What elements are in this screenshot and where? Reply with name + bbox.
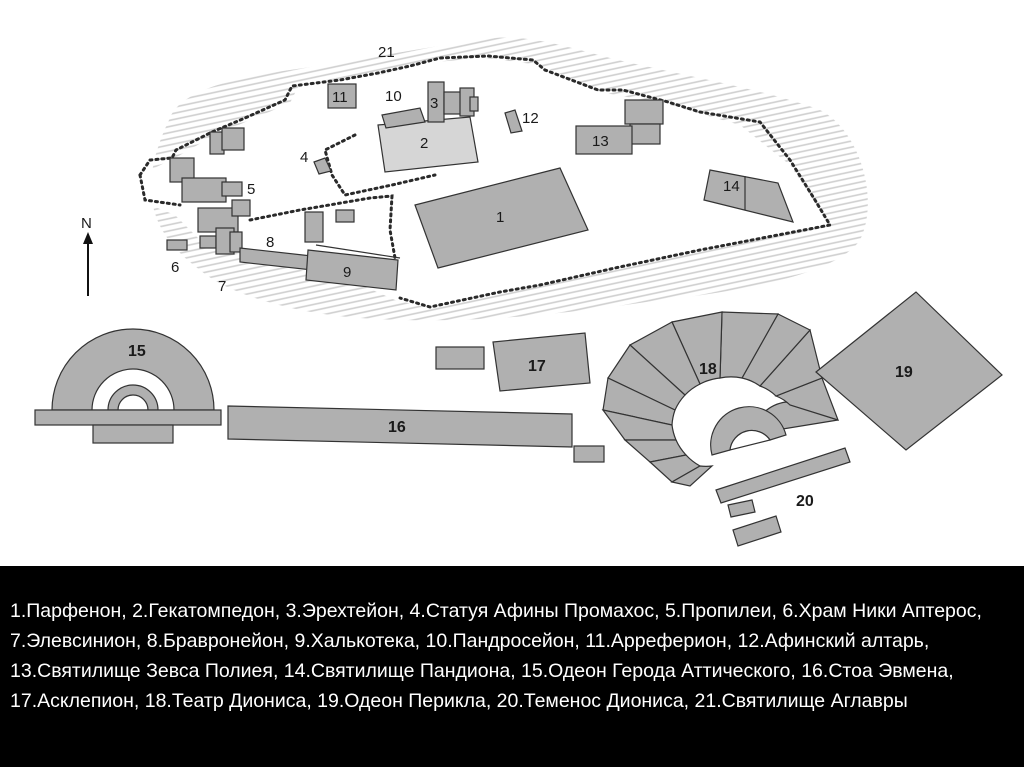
label-7: 7	[218, 278, 226, 295]
label-9: 9	[343, 264, 351, 281]
inner-wall-west	[138, 173, 182, 207]
building-13-zeus-polieus	[575, 99, 664, 155]
label-12: 12	[522, 110, 539, 127]
label-11: 11	[332, 89, 348, 106]
acropolis-wall	[138, 54, 833, 309]
building-11-arrephorion	[327, 83, 357, 109]
inner-wall-propylaia	[248, 194, 397, 260]
label-5: 5	[247, 181, 255, 198]
label-21: 21	[378, 44, 395, 61]
north-arrow: N	[81, 215, 93, 296]
building-12-altar	[504, 109, 523, 134]
building-6-nike-apteros	[166, 239, 188, 251]
building-15-odeon-herodes	[34, 328, 222, 444]
label-14: 14	[723, 178, 740, 195]
label-15: 15	[128, 343, 146, 360]
building-1-parthenon	[414, 167, 589, 269]
north-label: N	[81, 215, 92, 232]
building-18-theatre-dionysus	[601, 311, 840, 487]
label-3: 3	[430, 95, 438, 112]
label-19: 19	[895, 364, 913, 381]
label-1: 1	[496, 209, 504, 226]
building-4-athena-promachos	[313, 157, 332, 175]
label-17: 17	[528, 358, 546, 375]
building-16-stoa-eumenes	[227, 405, 573, 448]
caption-panel: 1.Парфенон, 2.Гекатомпедон, 3.Эрехтейон,…	[0, 566, 1024, 767]
label-10: 10	[385, 88, 402, 105]
building-3-erechtheion	[427, 81, 479, 123]
map-svg: N 1 2 3 10 11 12 13 14 4	[34, 37, 1003, 547]
label-16: 16	[388, 419, 406, 436]
building-8-brauroneion	[239, 211, 324, 271]
label-2: 2	[420, 135, 428, 152]
label-6: 6	[171, 259, 179, 276]
acropolis-map: N 1 2 3 10 11 12 13 14 4	[34, 37, 1003, 547]
label-18: 18	[699, 361, 717, 378]
label-20: 20	[796, 493, 814, 510]
legend-caption: 1.Парфенон, 2.Гекатомпедон, 3.Эрехтейон,…	[10, 600, 982, 712]
building-9-chalkotheke	[305, 249, 399, 291]
building-19-odeon-pericles	[815, 291, 1003, 451]
building-20-temenos-dionysus	[715, 447, 851, 547]
inner-wall-north	[323, 133, 437, 197]
building-14-pandion	[703, 169, 794, 223]
label-8: 8	[266, 234, 274, 251]
building-7-eleusinion	[199, 227, 243, 255]
building-stoa-annex	[573, 445, 605, 463]
label-13: 13	[592, 133, 609, 150]
building-10-pandroseion	[381, 107, 426, 129]
label-4: 4	[300, 149, 308, 166]
building-17-asklepieion	[435, 332, 591, 392]
